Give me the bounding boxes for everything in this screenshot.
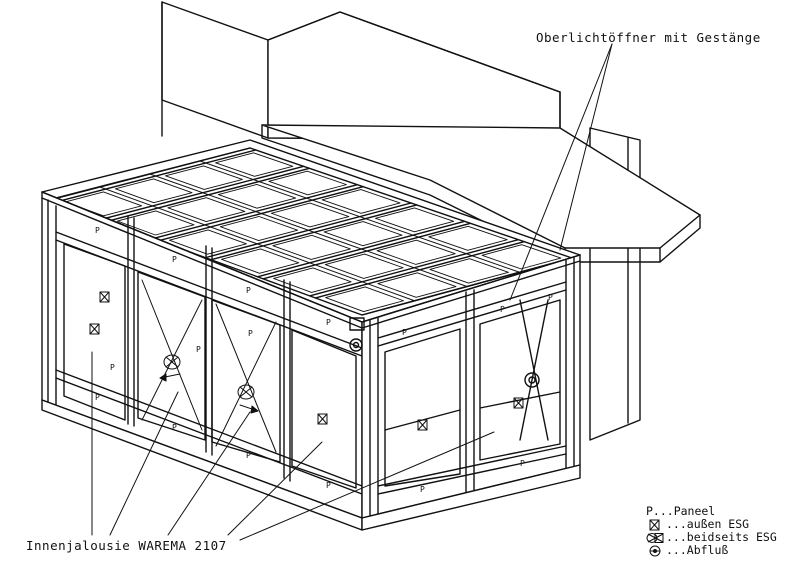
drain-icon xyxy=(349,338,363,352)
legend-row-drain: ...Abfluß xyxy=(646,544,777,557)
legend: P...Paneel ...außen ESG ...beidseits ESG… xyxy=(646,505,777,557)
roof-purlin xyxy=(149,173,468,287)
panel-mark: P xyxy=(196,345,201,354)
legend-text-drain: ...Abfluß xyxy=(666,543,729,557)
single-cross-icon xyxy=(646,519,664,531)
panel-mark: P xyxy=(520,459,525,468)
panel-mark: P xyxy=(110,363,115,372)
roof-panes xyxy=(64,152,562,313)
roof-rafters xyxy=(49,147,573,316)
roof-pane xyxy=(219,216,299,241)
roof-pane xyxy=(215,152,294,177)
roof-pane xyxy=(221,248,300,274)
side-facade xyxy=(361,254,581,531)
panel-mark: P xyxy=(402,328,407,337)
legend-row-paneel: P...Paneel xyxy=(646,505,777,518)
roof-pane xyxy=(376,239,456,265)
leader-lines xyxy=(91,43,613,541)
panel-mark: P xyxy=(326,318,331,327)
roof-pane xyxy=(169,229,247,255)
roof-pane xyxy=(323,221,403,247)
panel-mark: P xyxy=(420,485,425,494)
roof-pane xyxy=(321,189,401,214)
drain-icon xyxy=(646,545,664,557)
legend-text-single: ...außen ESG xyxy=(666,517,750,531)
panel-mark: P xyxy=(248,329,253,338)
roof-pane xyxy=(428,225,508,251)
panel-mark: P xyxy=(548,293,553,302)
panel-mark: P xyxy=(95,226,100,235)
panel-mark: P xyxy=(246,286,251,295)
roof-pane xyxy=(116,210,195,236)
panel-mark: P xyxy=(246,451,251,460)
roof-purlin xyxy=(199,160,520,273)
roof-pane xyxy=(481,244,562,270)
roof-pane xyxy=(324,253,404,279)
legend-text-paneel: P...Paneel xyxy=(646,504,716,518)
legend-row-double: ...beidseits ESG xyxy=(646,531,777,544)
roof-pane xyxy=(273,267,352,293)
roof-pane xyxy=(217,184,297,209)
roof-pane xyxy=(270,202,350,228)
roof-pane xyxy=(377,272,457,298)
roof xyxy=(41,139,581,323)
roof-pane xyxy=(165,165,243,190)
panel-mark: P xyxy=(172,255,177,264)
callout-opener: Oberlichtöffner mit Gestänge xyxy=(536,30,761,45)
glass-marks xyxy=(89,291,524,431)
panel-mark: P xyxy=(172,423,177,432)
roof-pane xyxy=(272,234,351,260)
roof-pane xyxy=(375,207,455,233)
panel-mark: P xyxy=(500,305,505,314)
roof-pane xyxy=(268,170,347,196)
roof-pane xyxy=(114,178,193,204)
legend-row-single: ...außen ESG xyxy=(646,518,777,531)
roof-pane xyxy=(325,286,404,313)
panel-mark: P xyxy=(326,481,331,490)
roof-pane xyxy=(429,258,509,284)
roof-pane xyxy=(167,197,246,223)
roof-purlin xyxy=(99,186,415,302)
callout-blind: Innenjalousie WAREMA 2107 xyxy=(26,538,227,553)
panel-mark: P xyxy=(95,393,100,402)
double-cross-icon xyxy=(646,532,664,544)
legend-text-double: ...beidseits ESG xyxy=(666,530,777,544)
gutter xyxy=(41,191,581,352)
